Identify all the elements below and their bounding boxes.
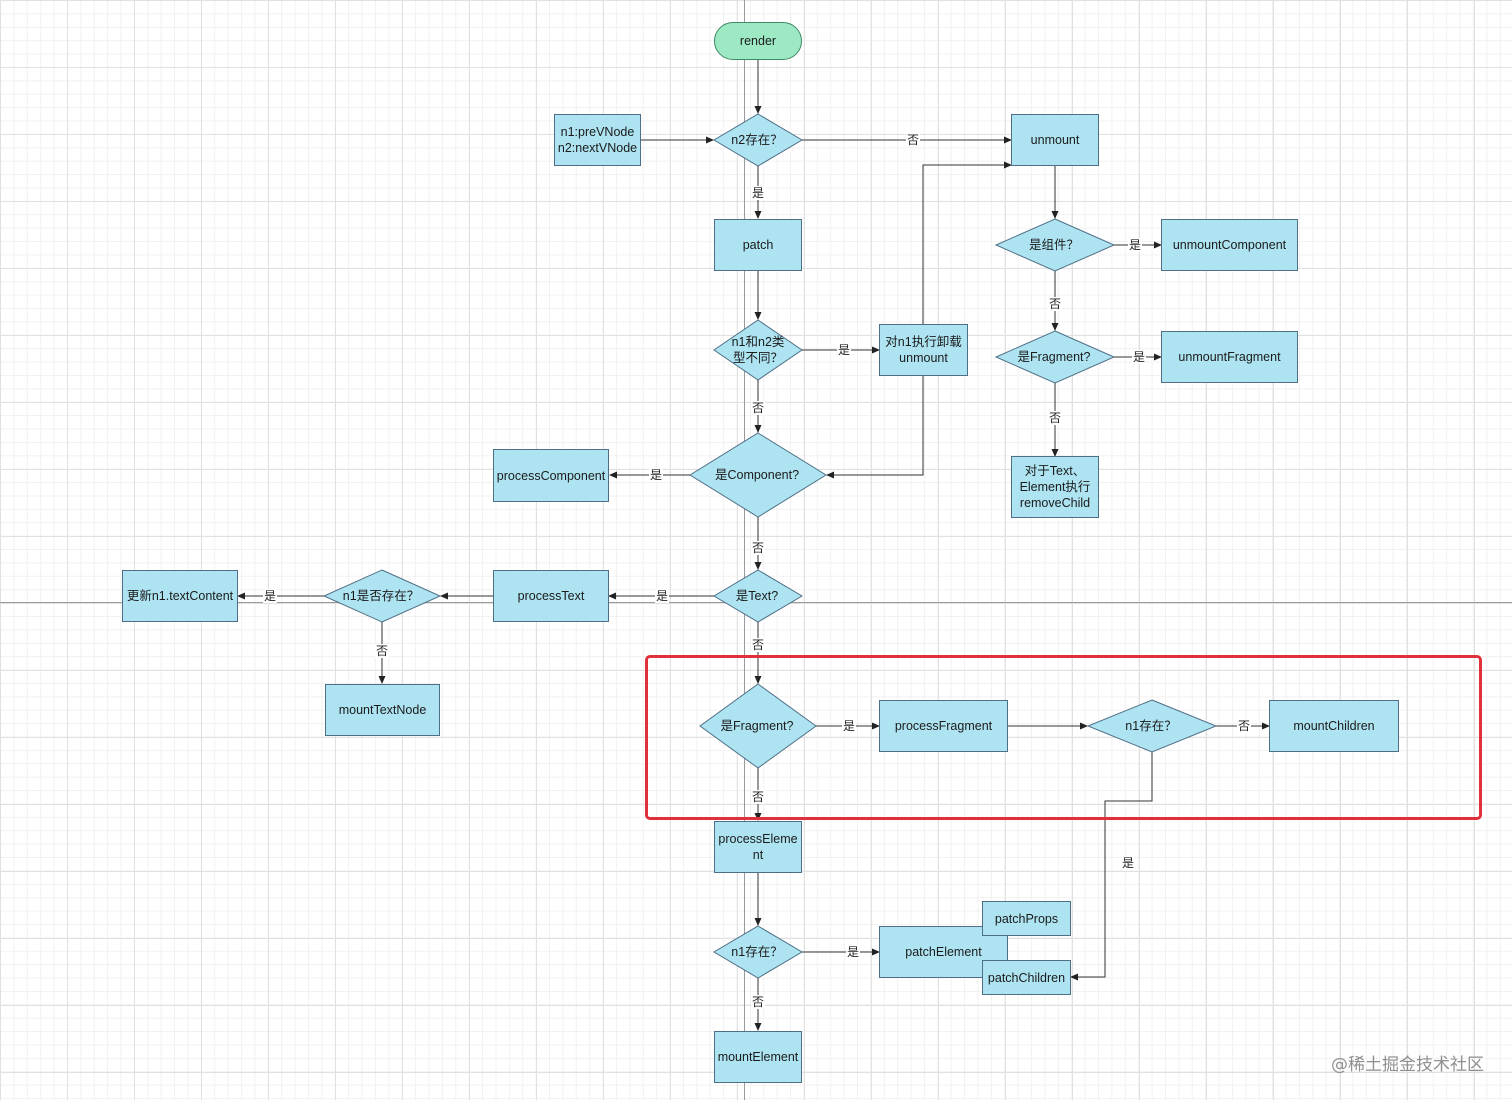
patch-children-box[interactable]: patchChildren (982, 960, 1071, 995)
process-fragment-box[interactable]: processFragment (879, 700, 1008, 752)
edge-label-yes: 是 (262, 589, 278, 603)
process-element-box[interactable]: processEleme nt (714, 821, 802, 873)
edge-label-yes: 是 (1131, 350, 1147, 364)
unmount-fragment-box[interactable]: unmountFragment (1161, 331, 1298, 383)
edge-label-no: 否 (750, 638, 766, 652)
decision-is-component-unmount (994, 218, 1116, 272)
edge-label-no: 否 (905, 133, 921, 147)
edge-label-no: 否 (750, 790, 766, 804)
process-component-box[interactable]: processComponent (493, 449, 609, 502)
vnode-params-box[interactable]: n1:preVNode n2:nextVNode (554, 114, 641, 166)
edge-label-yes: 是 (750, 186, 766, 200)
decision-n1-exists-element (713, 925, 803, 979)
watermark: @稀土掘金技术社区 (1331, 1055, 1484, 1075)
edge-label-yes: 是 (845, 945, 861, 959)
edge-label-no: 否 (750, 995, 766, 1009)
edge-label-no: 否 (374, 644, 390, 658)
unmount-n1-box[interactable]: 对n1执行卸载 unmount (879, 324, 968, 376)
decision-n1-exists-text (322, 569, 442, 623)
patch-props-box[interactable]: patchProps (982, 901, 1071, 936)
remove-child-box[interactable]: 对于Text、 Element执行 removeChild (1011, 456, 1099, 518)
fragment-highlight-frame (645, 655, 1482, 820)
edge-label-yes: 是 (648, 468, 664, 482)
edge-label-yes: 是 (841, 719, 857, 733)
decision-n2-exists (713, 113, 803, 167)
edge-label-no: 否 (1047, 297, 1063, 311)
render-terminal[interactable]: render (714, 22, 802, 60)
edge-label-yes: 是 (1127, 238, 1143, 252)
mount-text-node-box[interactable]: mountTextNode (325, 684, 440, 736)
decision-is-component (689, 432, 827, 518)
decision-type-diff (713, 319, 803, 381)
unmount-component-box[interactable]: unmountComponent (1161, 219, 1298, 271)
update-text-content-box[interactable]: 更新n1.textContent (122, 570, 238, 622)
grid-axis-vertical (744, 0, 745, 1100)
edge-label-yes: 是 (836, 343, 852, 357)
unmount-box[interactable]: unmount (1011, 114, 1099, 166)
decision-is-fragment-unmount (994, 330, 1116, 384)
edge-label-yes: 是 (654, 589, 670, 603)
edge-label-yes: 是 (1120, 856, 1136, 870)
edge-label-no: 否 (1047, 411, 1063, 425)
patch-box[interactable]: patch (714, 219, 802, 271)
edge-label-no: 否 (750, 541, 766, 555)
mount-element-box[interactable]: mountElement (714, 1031, 802, 1083)
process-text-box[interactable]: processText (493, 570, 609, 622)
edge-label-no: 否 (750, 401, 766, 415)
decision-is-text (713, 569, 803, 623)
mount-children-box[interactable]: mountChildren (1269, 700, 1399, 752)
edge-label-no: 否 (1236, 719, 1252, 733)
decision-shapes (322, 113, 1218, 979)
